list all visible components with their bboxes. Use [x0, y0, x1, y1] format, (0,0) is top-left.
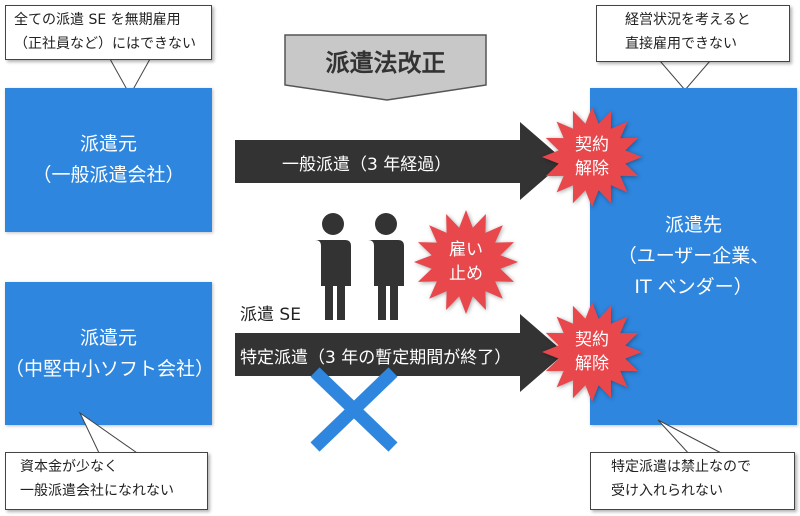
- box-line: 派遣元: [79, 133, 137, 155]
- callout-line: 受け入れられない: [611, 483, 723, 499]
- burst-line: 契約: [575, 135, 609, 155]
- box-line: IT ベンダー）: [634, 276, 753, 298]
- box-line: （中堅中小ソフト会社）: [5, 357, 215, 380]
- burst-line: 雇い: [449, 240, 483, 260]
- burst-line: 解除: [575, 159, 609, 179]
- banner-shape: [284, 34, 487, 101]
- burst-contract-end-1: 契約 解除: [565, 133, 619, 181]
- callout-tail-top-right: [658, 60, 712, 91]
- starburst-layoff: [414, 210, 518, 314]
- callout-line: 全ての派遣 SE を無期雇用: [14, 12, 181, 28]
- person-icon: [315, 213, 351, 320]
- arrow-label-general: 一般派遣（3 年経過）: [282, 155, 452, 175]
- cross-mark-icon: [310, 367, 398, 452]
- burst-contract-end-2: 契約 解除: [565, 328, 619, 376]
- callout-top-right: 経営状況を考えると 直接雇用できない: [596, 5, 790, 62]
- box-destination: 派遣先 （ユーザー企業、 IT ベンダー）: [590, 88, 797, 425]
- workers-label: 派遣 SE: [240, 305, 301, 325]
- person-icon: [368, 213, 404, 320]
- callout-line: 経営状況を考えると: [625, 12, 751, 28]
- box-line: （ユーザー企業、: [617, 245, 770, 267]
- arrow-general: [235, 122, 565, 200]
- callout-bottom-right: 特定派遣は禁止なので 受け入れられない: [590, 452, 795, 510]
- burst-line: 止め: [449, 264, 483, 284]
- callout-line: 一般派遣会社になれない: [20, 483, 174, 499]
- callout-line: （正社員など）にはできない: [14, 36, 196, 52]
- burst-line: 契約: [575, 330, 609, 350]
- burst-line: 解除: [575, 354, 609, 374]
- box-line: 派遣先: [664, 214, 722, 236]
- callout-line: 直接雇用できない: [625, 36, 737, 52]
- box-sme-dispatch: 派遣元 （中堅中小ソフト会社）: [5, 282, 215, 425]
- arrow-label-specific: 特定派遣（3 年の暫定期間が終了）: [240, 348, 512, 368]
- box-line: 派遣元: [79, 326, 137, 349]
- callout-line: 特定派遣は禁止なので: [611, 459, 751, 475]
- box-line: （一般派遣会社）: [32, 164, 185, 186]
- burst-layoff: 雇い 止め: [439, 238, 493, 286]
- callout-line: 資本金が少なく: [20, 459, 118, 475]
- callout-bottom-left: 資本金が少なく 一般派遣会社になれない: [5, 452, 208, 510]
- banner-title: 派遣法改正: [325, 48, 446, 77]
- callout-top-left: 全ての派遣 SE を無期雇用 （正社員など）にはできない: [5, 5, 212, 60]
- box-general-dispatch: 派遣元 （一般派遣会社）: [5, 88, 212, 232]
